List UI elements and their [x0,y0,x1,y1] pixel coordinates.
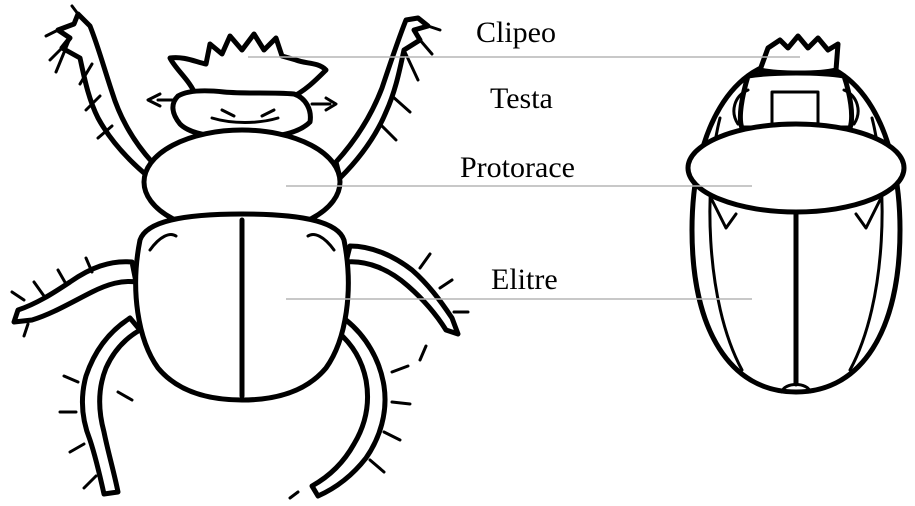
beetle-schematic-view [688,36,904,392]
label-elitre: Elitre [491,263,558,296]
label-protorace: Protorace [460,151,575,184]
schematic-clypeus [760,36,838,73]
schematic-head [740,73,851,128]
part-labels: Clipeo Testa Protorace Elitre [460,16,575,296]
beetle-dorsal-view [12,6,468,498]
label-clipeo: Clipeo [476,16,556,49]
label-testa: Testa [490,82,553,115]
schematic-pronotum [688,124,904,212]
